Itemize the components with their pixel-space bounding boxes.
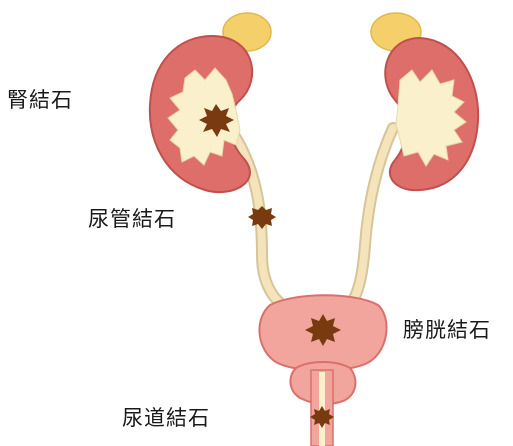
urethra-stone-label: 尿道結石	[122, 402, 210, 432]
ureter-stone-label: 尿管結石	[88, 203, 176, 233]
bladder-stone-label: 膀胱結石	[403, 314, 491, 344]
ureter-stone	[248, 206, 276, 229]
kidney-stone-label: 腎結石	[7, 84, 73, 114]
right-ureter-fill	[337, 128, 393, 318]
